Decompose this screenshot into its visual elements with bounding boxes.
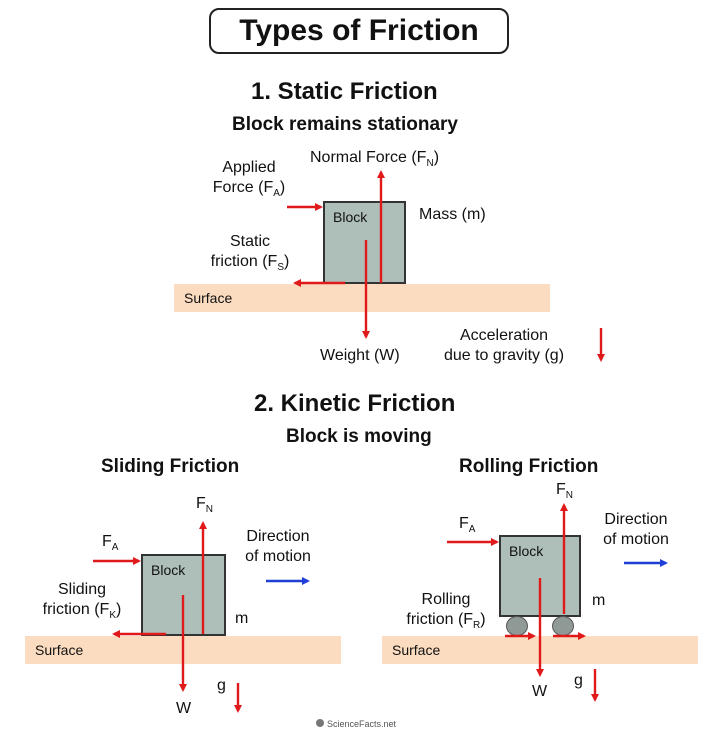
sciencefacts-logo: ScienceFacts.net bbox=[327, 719, 397, 729]
sliding-surface-label: Surface bbox=[35, 642, 84, 658]
static-mass-label: Mass (m) bbox=[419, 206, 486, 223]
static-block-label: Block bbox=[333, 209, 368, 225]
static-weight-label: Weight (W) bbox=[320, 347, 400, 364]
static-friction-label: Static friction (FS) bbox=[210, 233, 290, 274]
static-normal-force-label: Normal Force (FN) bbox=[310, 149, 440, 170]
sliding-weight-label: W bbox=[176, 700, 192, 717]
rolling-weight-label: W bbox=[532, 683, 548, 700]
sliding-fa-label: FA bbox=[102, 533, 119, 554]
kinetic-subheading: Block is moving bbox=[286, 426, 432, 447]
rolling-block: Block bbox=[499, 535, 581, 617]
static-heading: 1. Static Friction bbox=[251, 78, 438, 105]
rolling-mass-label: m bbox=[592, 592, 606, 609]
sliding-direction-label: Direction of motion bbox=[245, 528, 311, 565]
diagram-title: Types of Friction bbox=[209, 8, 509, 54]
rolling-direction-label: Direction of motion bbox=[603, 511, 669, 548]
rolling-title: Rolling Friction bbox=[459, 456, 599, 477]
rolling-gravity-label: g bbox=[574, 672, 583, 689]
sliding-block-label: Block bbox=[151, 562, 186, 578]
sliding-friction-label: Sliding friction (FK) bbox=[42, 581, 122, 622]
static-acceleration-label: Acceleration due to gravity (g) bbox=[443, 327, 565, 364]
rolling-fn-label: FN bbox=[556, 481, 574, 502]
static-subheading: Block remains stationary bbox=[232, 114, 458, 135]
rolling-block-label: Block bbox=[509, 543, 544, 559]
sliding-fn-label: FN bbox=[196, 495, 214, 516]
sliding-title: Sliding Friction bbox=[101, 456, 240, 477]
logo-icon bbox=[316, 719, 324, 727]
rolling-surface-label: Surface bbox=[392, 642, 441, 658]
static-applied-force-label: Applied Force (FA) bbox=[212, 159, 286, 200]
sliding-gravity-label: g bbox=[217, 677, 226, 694]
static-surface-label: Surface bbox=[184, 290, 233, 306]
static-block: Block bbox=[323, 201, 406, 284]
sliding-mass-label: m bbox=[235, 610, 249, 627]
rolling-fa-label: FA bbox=[459, 515, 476, 536]
rolling-friction-label: Rolling friction (FR) bbox=[406, 591, 486, 632]
static-surface: Surface bbox=[174, 284, 550, 312]
kinetic-heading: 2. Kinetic Friction bbox=[254, 390, 456, 417]
